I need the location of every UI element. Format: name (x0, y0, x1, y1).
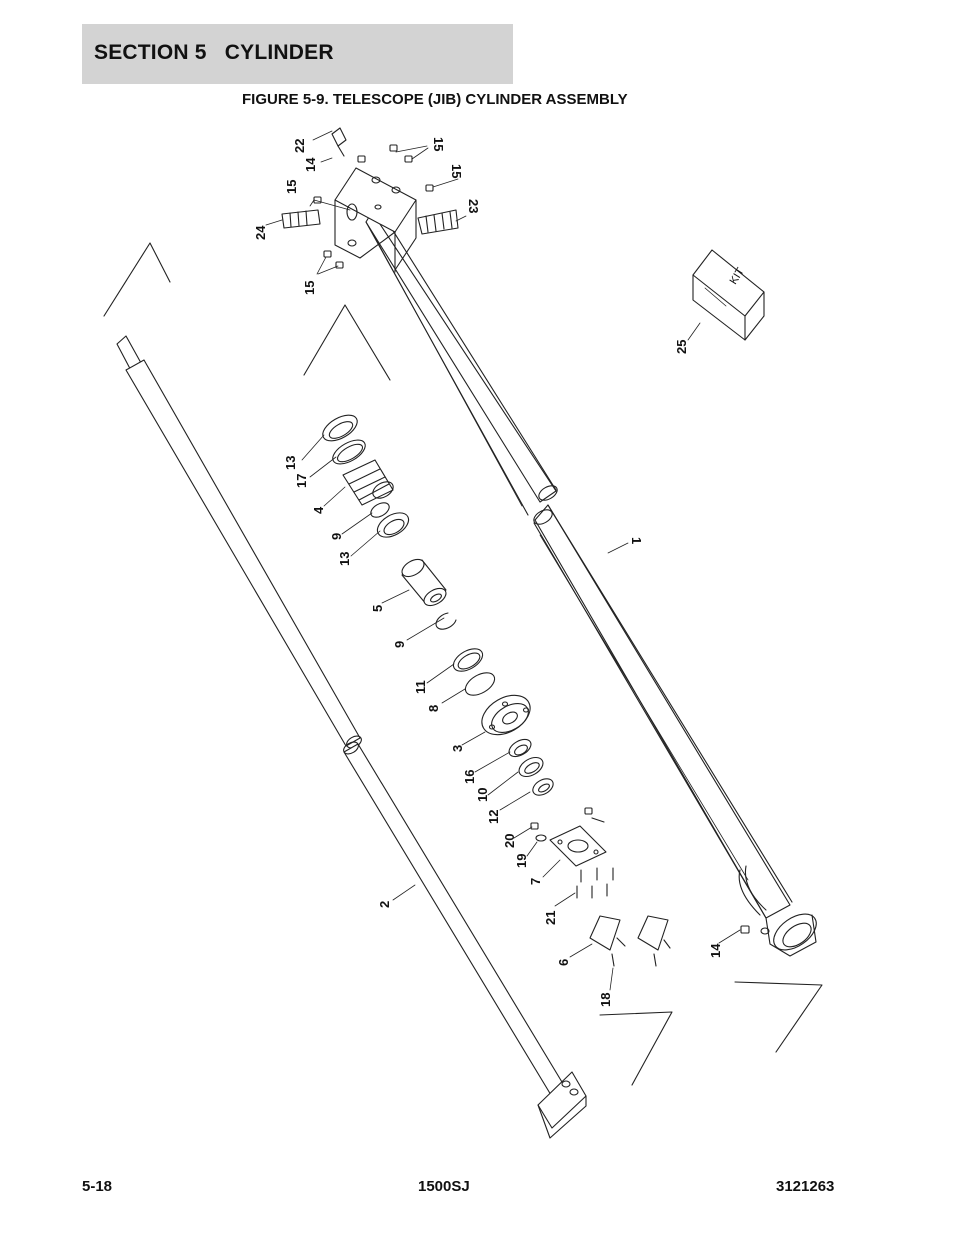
callout-12: 12 (486, 810, 501, 824)
callout-4: 4 (311, 506, 326, 514)
cylinder-barrel-upper (365, 209, 558, 516)
callout-7: 7 (528, 878, 543, 885)
fitting-23 (417, 209, 459, 235)
callout-20: 20 (502, 834, 517, 848)
callout-15-left: 15 (284, 180, 299, 194)
callout-14-top: 14 (303, 157, 318, 172)
brackets-6 (589, 915, 671, 951)
callout-23: 23 (466, 199, 481, 213)
figure-title: FIGURE 5-9. TELESCOPE (JIB) CYLINDER ASS… (242, 91, 628, 108)
footer-page-number: 5-18 (82, 1178, 113, 1195)
footer-doc-number: 3121263 (776, 1178, 835, 1195)
head-3 (481, 694, 531, 736)
footer-model: 1500SJ (418, 1178, 470, 1195)
backup-ring-11 (452, 648, 484, 672)
port-block (334, 167, 417, 273)
wear-ring-13b (376, 512, 410, 538)
barrel-end-ring (760, 913, 817, 957)
callout-18: 18 (598, 993, 613, 1007)
callout-11: 11 (413, 680, 428, 694)
piston-4 (342, 459, 394, 506)
bolts-21 (576, 867, 614, 899)
break-outlines (103, 242, 823, 1086)
callout-10: 10 (475, 788, 490, 802)
section-number: SECTION 5 (94, 41, 207, 64)
fitting-24 (281, 209, 321, 229)
callout-9-upper: 9 (329, 533, 344, 540)
callout-24: 24 (253, 225, 268, 240)
leader-lines (265, 130, 741, 991)
callout-5: 5 (370, 605, 385, 612)
spacer-5 (401, 558, 447, 607)
seal-kit-box (692, 249, 765, 341)
section-name: CYLINDER (224, 41, 334, 64)
section-title: SECTION 5 CYLINDER (94, 41, 334, 65)
wear-ring-13a (322, 414, 358, 442)
callout-19: 19 (514, 854, 529, 868)
rod-end-block (537, 1071, 587, 1139)
wiper-12 (532, 778, 554, 796)
cylinder-barrel-lower (533, 504, 793, 919)
callout-17: 17 (294, 474, 309, 488)
seal-17 (332, 439, 366, 465)
nuts-20 (530, 807, 605, 830)
callout-25: 25 (674, 340, 689, 354)
callout-13-upper: 13 (283, 456, 298, 470)
callout-21: 21 (543, 911, 558, 925)
callout-9-lower: 9 (392, 641, 407, 648)
callout-15-right: 15 (449, 164, 464, 178)
callout-6: 6 (556, 959, 571, 966)
callout-15-top-right: 15 (431, 137, 446, 151)
bolts-18 (611, 953, 657, 967)
callout-13-lower: 13 (337, 552, 352, 566)
retainer-plate-7 (549, 825, 607, 867)
callout-3: 3 (450, 745, 465, 752)
callout-8: 8 (426, 705, 441, 712)
callout-22: 22 (292, 139, 307, 153)
callout-numbers: 22 14 15 15 15 23 24 15 25 13 17 4 9 13 … (253, 137, 723, 1007)
callout-16: 16 (462, 770, 477, 784)
callout-2: 2 (377, 901, 392, 908)
plug-14b (740, 925, 750, 934)
washers-19 (535, 834, 547, 842)
oring-8 (464, 672, 496, 696)
callout-15-bottom: 15 (302, 281, 317, 295)
callout-14-bottom: 14 (708, 943, 723, 958)
section-banner: SECTION 5 CYLINDER (82, 24, 513, 84)
oring-9a (370, 502, 390, 518)
snap-ring-9b (435, 612, 457, 630)
cylinder-rod (116, 335, 569, 1101)
callout-1: 1 (629, 537, 644, 544)
seal-16 (508, 738, 532, 758)
rod-seal-10 (518, 756, 544, 778)
fitting-22 (331, 127, 347, 157)
